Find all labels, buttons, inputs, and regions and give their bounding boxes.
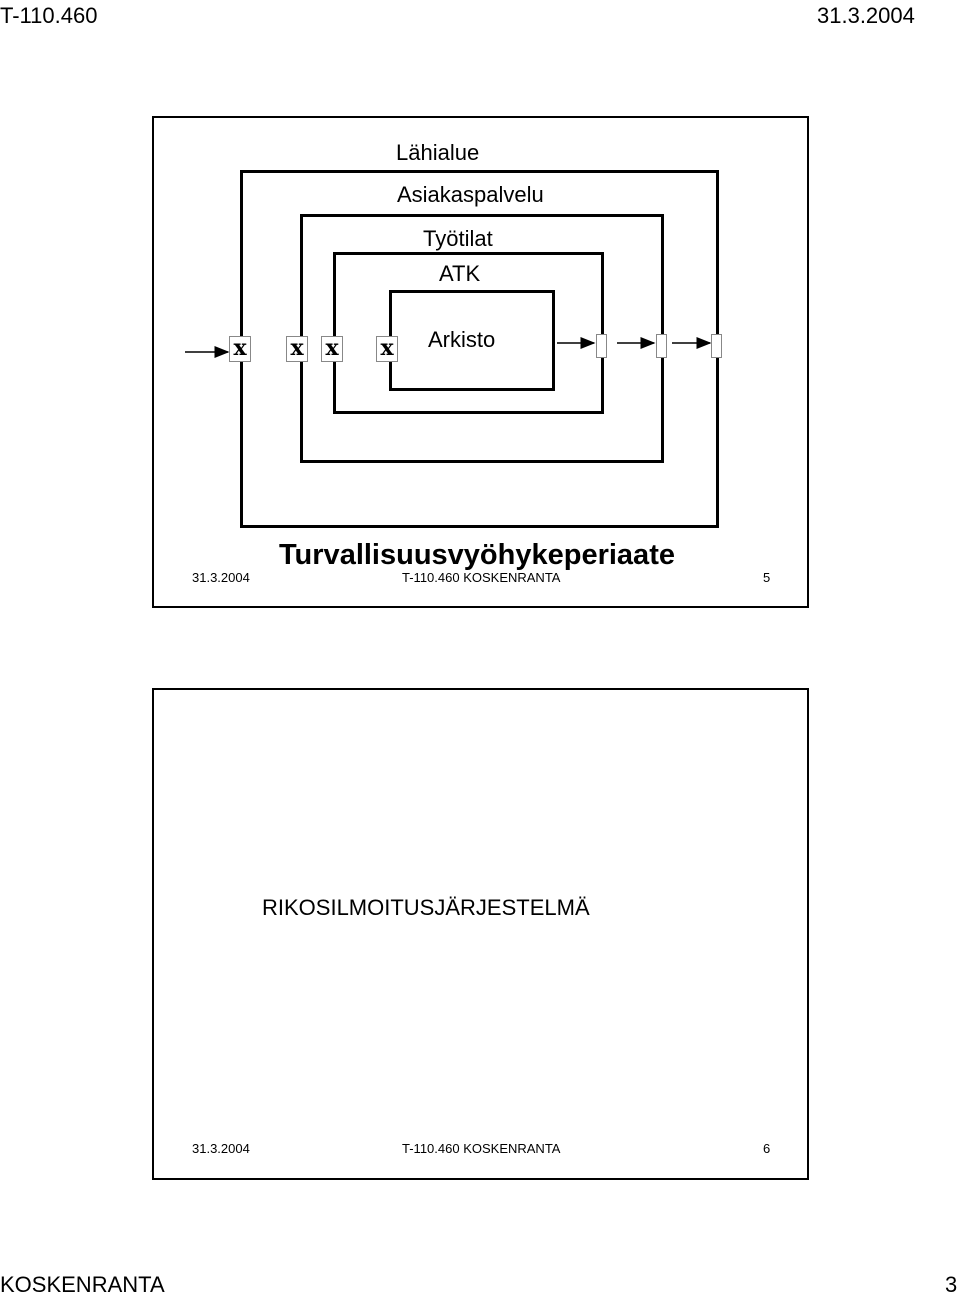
page-header-date: 31.3.2004 — [817, 3, 915, 28]
gate-exit-2 — [656, 334, 667, 358]
gate-lahialue-entry: x — [229, 336, 251, 362]
slide-security-zones: Lähialue Asiakaspalvelu Työtilat ATK Ark… — [152, 116, 809, 608]
page-number: 3 — [945, 1272, 958, 1297]
slide-footer-page: 5 — [763, 570, 771, 585]
slide-title: Turvallisuusvyöhykeperiaate — [279, 539, 675, 571]
slide-footer-page: 6 — [763, 1141, 771, 1156]
page-header-course: T-110.460 — [0, 3, 98, 28]
zone-label-asiakaspalvelu: Asiakaspalvelu — [397, 182, 544, 207]
slide-footer-course: T-110.460 KOSKENRANTA — [402, 1141, 561, 1156]
gate-exit-1 — [596, 334, 607, 358]
slide-footer-date: 31.3.2004 — [192, 1141, 250, 1156]
slide-footer-date: 31.3.2004 — [192, 570, 250, 585]
gate-asiakaspalvelu-entry: x — [286, 336, 308, 362]
zone-label-tyotilat: Työtilat — [423, 226, 493, 251]
gate-tyotilat-entry: x — [321, 336, 343, 362]
gate-exit-3 — [711, 334, 722, 358]
slide-footer-course: T-110.460 KOSKENRANTA — [402, 570, 561, 585]
zone-atk — [333, 252, 604, 414]
zone-label-atk: ATK — [439, 261, 481, 286]
gate-atk-entry: x — [376, 336, 398, 362]
flow-arrows — [185, 337, 712, 358]
slide-crime-reporting: RIKOSILMOITUSJÄRJESTELMÄ 31.3.2004 T-110… — [152, 688, 809, 1180]
zone-label-lahialue: Lähialue — [396, 140, 480, 165]
page-footer-author: KOSKENRANTA — [0, 1272, 165, 1297]
slide-title: RIKOSILMOITUSJÄRJESTELMÄ — [262, 895, 590, 920]
zone-label-arkisto: Arkisto — [428, 327, 496, 352]
